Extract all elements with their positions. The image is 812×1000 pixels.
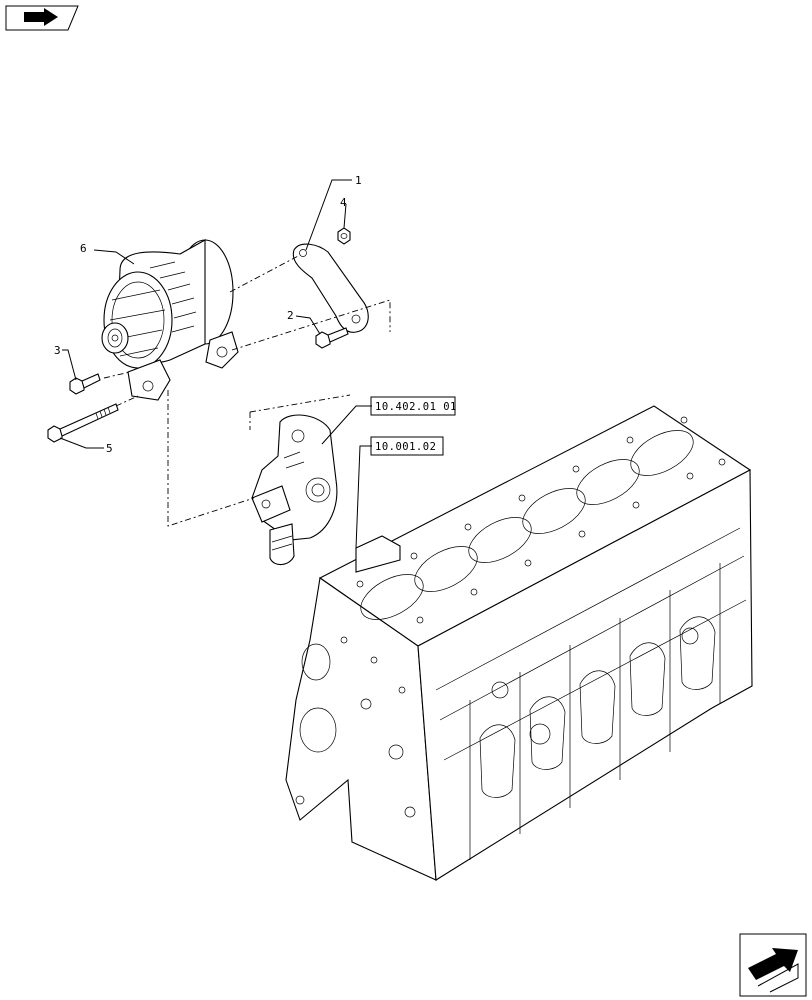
reference-pump-label: 10.402.01 01	[375, 401, 457, 413]
callout-3: 3	[54, 344, 61, 357]
alternator	[101, 239, 239, 401]
bolt-short	[315, 327, 349, 349]
callout-1: 1	[355, 174, 362, 187]
bolt-medium	[69, 373, 101, 395]
reference-block-label: 10.001.02	[375, 441, 436, 453]
pump-assembly	[251, 414, 338, 566]
assembly-lines	[103, 254, 391, 527]
callout-labels: 1 2 3 4 5 6	[54, 174, 362, 455]
reference-box-block[interactable]: 10.001.02	[370, 436, 444, 456]
callout-5: 5	[106, 442, 113, 455]
engine-block	[285, 405, 753, 881]
callout-6: 6	[80, 242, 87, 255]
reference-box-pump[interactable]: 10.402.01 01	[370, 396, 457, 416]
bracket	[292, 243, 369, 333]
bolt-long	[47, 403, 119, 443]
next-page-arrow-icon[interactable]	[739, 933, 807, 997]
leader-lines	[59, 179, 372, 549]
nut	[337, 227, 351, 245]
callout-4: 4	[340, 196, 347, 209]
callout-2: 2	[287, 309, 294, 322]
book-arrow-icon[interactable]	[5, 5, 79, 31]
